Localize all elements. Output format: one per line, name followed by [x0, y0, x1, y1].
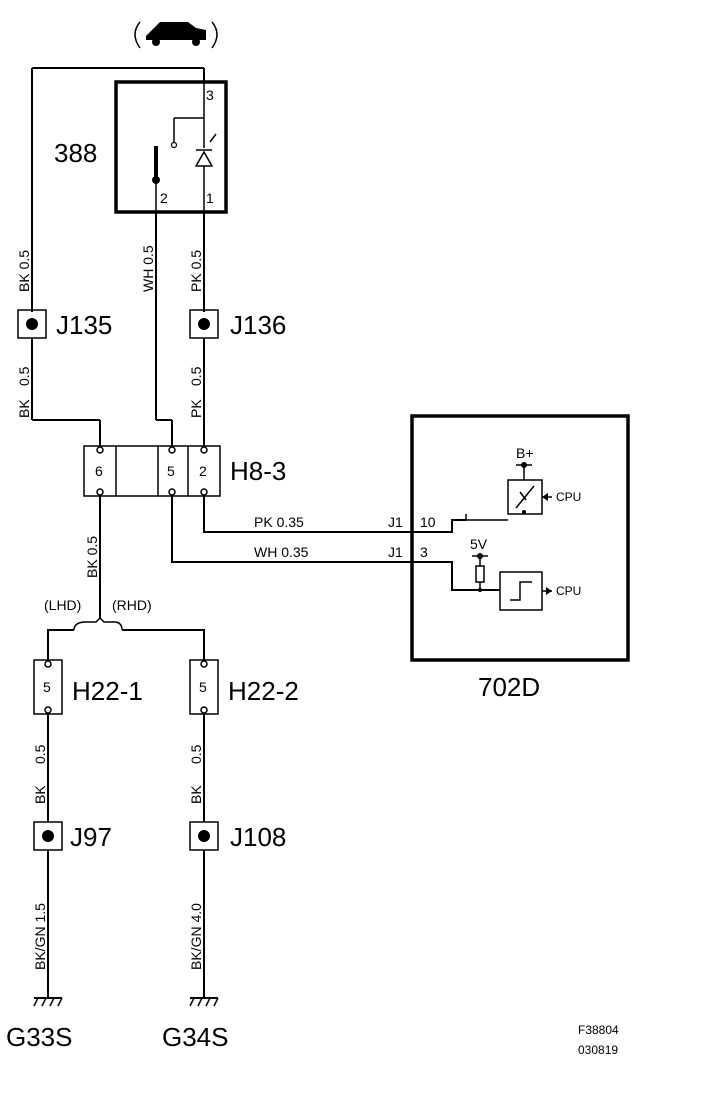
h8-3-pin-2: 2 — [199, 463, 207, 479]
splice-j135-label: J135 — [56, 310, 112, 340]
ground-icon — [189, 997, 219, 1007]
connector-h22-2: 5 H22-2 — [189, 659, 299, 715]
ground-g34s-label: G34S — [162, 1022, 229, 1052]
wire-label-bkgn-left: BK/GN 1.5 — [32, 903, 48, 970]
figure-date: 030819 — [578, 1043, 618, 1057]
variant-lhd: (LHD) — [44, 597, 81, 613]
wire-label-bkgn-right: BK/GN 4.0 — [188, 903, 204, 970]
wire-label-j1-3-pin: 3 — [420, 544, 428, 560]
car-icon — [134, 21, 218, 49]
splice-j136: J136 — [189, 309, 286, 340]
h8-3-pin-6: 6 — [95, 463, 103, 479]
component-388: 388 3 2 1 — [54, 80, 228, 214]
supply-label: B+ — [516, 445, 534, 461]
wire-label-bk-right-color: BK — [188, 785, 204, 804]
wire-label-j1-10-pin: 10 — [420, 514, 436, 530]
wire-label-pk-mid-size: 0.5 — [188, 366, 204, 386]
variant-rhd: (RHD) — [112, 597, 152, 613]
wire-label-pk-035: PK 0.35 — [254, 514, 304, 530]
h22-2-label: H22-2 — [228, 676, 299, 706]
wire-label-wh-035: WH 0.35 — [254, 544, 309, 560]
wire-label-j1-10: J1 — [388, 514, 403, 530]
wire-label-pk-mid-color: PK — [188, 399, 204, 418]
h22-1-label: H22-1 — [72, 676, 143, 706]
component-388-label: 388 — [54, 138, 97, 168]
h22-2-pin: 5 — [199, 679, 207, 695]
wire-label-bk-h8: BK 0.5 — [84, 536, 100, 578]
h8-3-pin-5: 5 — [167, 463, 175, 479]
ref-voltage-label: 5V — [470, 536, 488, 552]
input-trigger-icon — [499, 571, 543, 611]
splice-j136-label: J136 — [230, 310, 286, 340]
wire-label-bk-mid-color: BK — [16, 399, 32, 418]
component-702d: 702D B+ CPU 5V CPU — [410, 414, 630, 702]
cpu-out-label: CPU — [556, 490, 581, 504]
wire-label-bk-right-size: 0.5 — [188, 744, 204, 764]
component-702d-label: 702D — [478, 672, 540, 702]
output-driver-icon — [507, 479, 543, 515]
h8-3-label: H8-3 — [230, 456, 286, 486]
wire-label-pk-top: PK 0.5 — [188, 250, 204, 292]
splice-j108: J108 — [189, 821, 286, 852]
pin-388-1: 1 — [206, 190, 214, 206]
splice-j97: J97 — [33, 821, 112, 852]
wire-label-bk-mid-size: 0.5 — [16, 366, 32, 386]
splice-j97-label: J97 — [70, 822, 112, 852]
pin-388-3: 3 — [206, 87, 214, 103]
led-icon — [170, 82, 217, 212]
cpu-in-label: CPU — [556, 584, 581, 598]
h22-1-pin: 5 — [43, 679, 51, 695]
wire-label-j1-3: J1 — [388, 544, 403, 560]
connector-h22-1: 5 H22-1 — [33, 659, 143, 715]
ground-icon — [33, 997, 63, 1007]
pin-388-2: 2 — [160, 190, 168, 206]
wire-label-bk-left-size: 0.5 — [32, 744, 48, 764]
splice-j135: J135 — [17, 309, 112, 340]
wire-label-bk-left-color: BK — [32, 785, 48, 804]
wire-label-bk-top: BK 0.5 — [16, 250, 32, 292]
ground-g33s-label: G33S — [6, 1022, 73, 1052]
connector-h8-3: 6 5 2 H8-3 — [83, 445, 286, 497]
wire-label-wh-top: WH 0.5 — [140, 245, 156, 292]
figure-id: F38804 — [578, 1023, 619, 1037]
splice-j108-label: J108 — [230, 822, 286, 852]
